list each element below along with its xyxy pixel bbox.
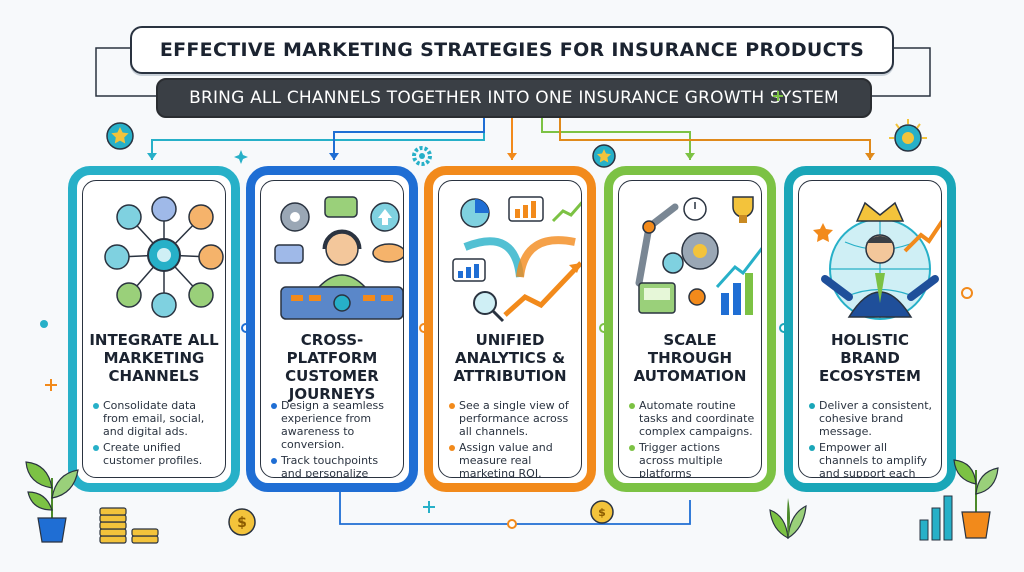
card-title: HOLISTIC BRAND ECOSYSTEM xyxy=(819,331,921,385)
bullet-item: Design a seamless experience from awaren… xyxy=(271,399,397,451)
bullet-item: Empower all channels to amplify and supp… xyxy=(809,441,935,477)
card-unified-analytics: UNIFIED ANALYTICS & ATTRIBUTION See a si… xyxy=(424,166,596,492)
target-icon xyxy=(889,119,927,152)
bar-chart-plant-icon xyxy=(919,459,999,541)
card-cross-platform: CROSS-PLATFORM CUSTOMER JOURNEYS Design … xyxy=(246,166,418,492)
channels-network-icon xyxy=(104,196,224,318)
card-title: CROSS-PLATFORM CUSTOMER JOURNEYS xyxy=(285,331,379,403)
bullet-item: Create unified customer profiles. xyxy=(93,441,219,467)
card-bullets: See a single view of performance across … xyxy=(449,399,575,477)
automation-icon xyxy=(635,196,761,315)
card-title: UNIFIED ANALYTICS & ATTRIBUTION xyxy=(453,331,567,385)
small-plant-icon xyxy=(769,498,807,540)
plus-icon xyxy=(45,379,57,391)
bullet-item: Consolidate data from email, social, and… xyxy=(93,399,219,438)
coin-icon: $ xyxy=(228,508,256,536)
bullet-item: Deliver a consistent, cohesive brand mes… xyxy=(809,399,935,438)
main-title: EFFECTIVE MARKETING STRATEGIES FOR INSUR… xyxy=(130,26,894,74)
star-badge-icon xyxy=(106,122,134,150)
card-bullets: Consolidate data from email, social, and… xyxy=(93,399,219,470)
plus-icon xyxy=(773,91,783,101)
bullet-item: Trigger actions across multiple platform… xyxy=(629,441,755,477)
card-integrate-channels: INTEGRATE ALL MARKETING CHANNELS Consoli… xyxy=(68,166,240,492)
coin-stack-icon xyxy=(99,507,159,544)
coin-icon: $ xyxy=(590,500,614,524)
brand-ecosystem-icon xyxy=(813,201,941,320)
dot-icon xyxy=(40,320,48,328)
potted-plant-icon xyxy=(25,461,79,543)
svg-text:$: $ xyxy=(598,506,606,519)
card-brand-ecosystem: HOLISTIC BRAND ECOSYSTEM Deliver a consi… xyxy=(784,166,956,492)
subtitle-banner: BRING ALL CHANNELS TOGETHER INTO ONE INS… xyxy=(156,78,872,118)
star-badge-icon xyxy=(592,144,616,168)
card-scale-automation: SCALE THROUGH AUTOMATION Automate routin… xyxy=(604,166,776,492)
bullet-item: Assign value and measure real marketing … xyxy=(449,441,575,477)
bullet-item: Track touchpoints and personalize based … xyxy=(271,454,397,477)
analytics-icon xyxy=(452,196,581,323)
sparkle-icon xyxy=(234,150,248,164)
gear-icon xyxy=(412,146,432,166)
ring-icon xyxy=(961,287,973,299)
card-bullets: Deliver a consistent, cohesive brand mes… xyxy=(809,399,935,477)
main-title-text: EFFECTIVE MARKETING STRATEGIES FOR INSUR… xyxy=(159,39,865,61)
plus-icon xyxy=(423,501,435,513)
card-title: INTEGRATE ALL MARKETING CHANNELS xyxy=(89,331,219,385)
bullet-item: Automate routine tasks and coordinate co… xyxy=(629,399,755,438)
customer-journey-icon xyxy=(274,196,403,320)
card-title: SCALE THROUGH AUTOMATION xyxy=(633,331,747,385)
subtitle-text: BRING ALL CHANNELS TOGETHER INTO ONE INS… xyxy=(189,88,839,108)
bullet-item: See a single view of performance across … xyxy=(449,399,575,438)
svg-text:$: $ xyxy=(237,515,247,531)
card-bullets: Design a seamless experience from awaren… xyxy=(271,399,397,477)
card-bullets: Automate routine tasks and coordinate co… xyxy=(629,399,755,477)
